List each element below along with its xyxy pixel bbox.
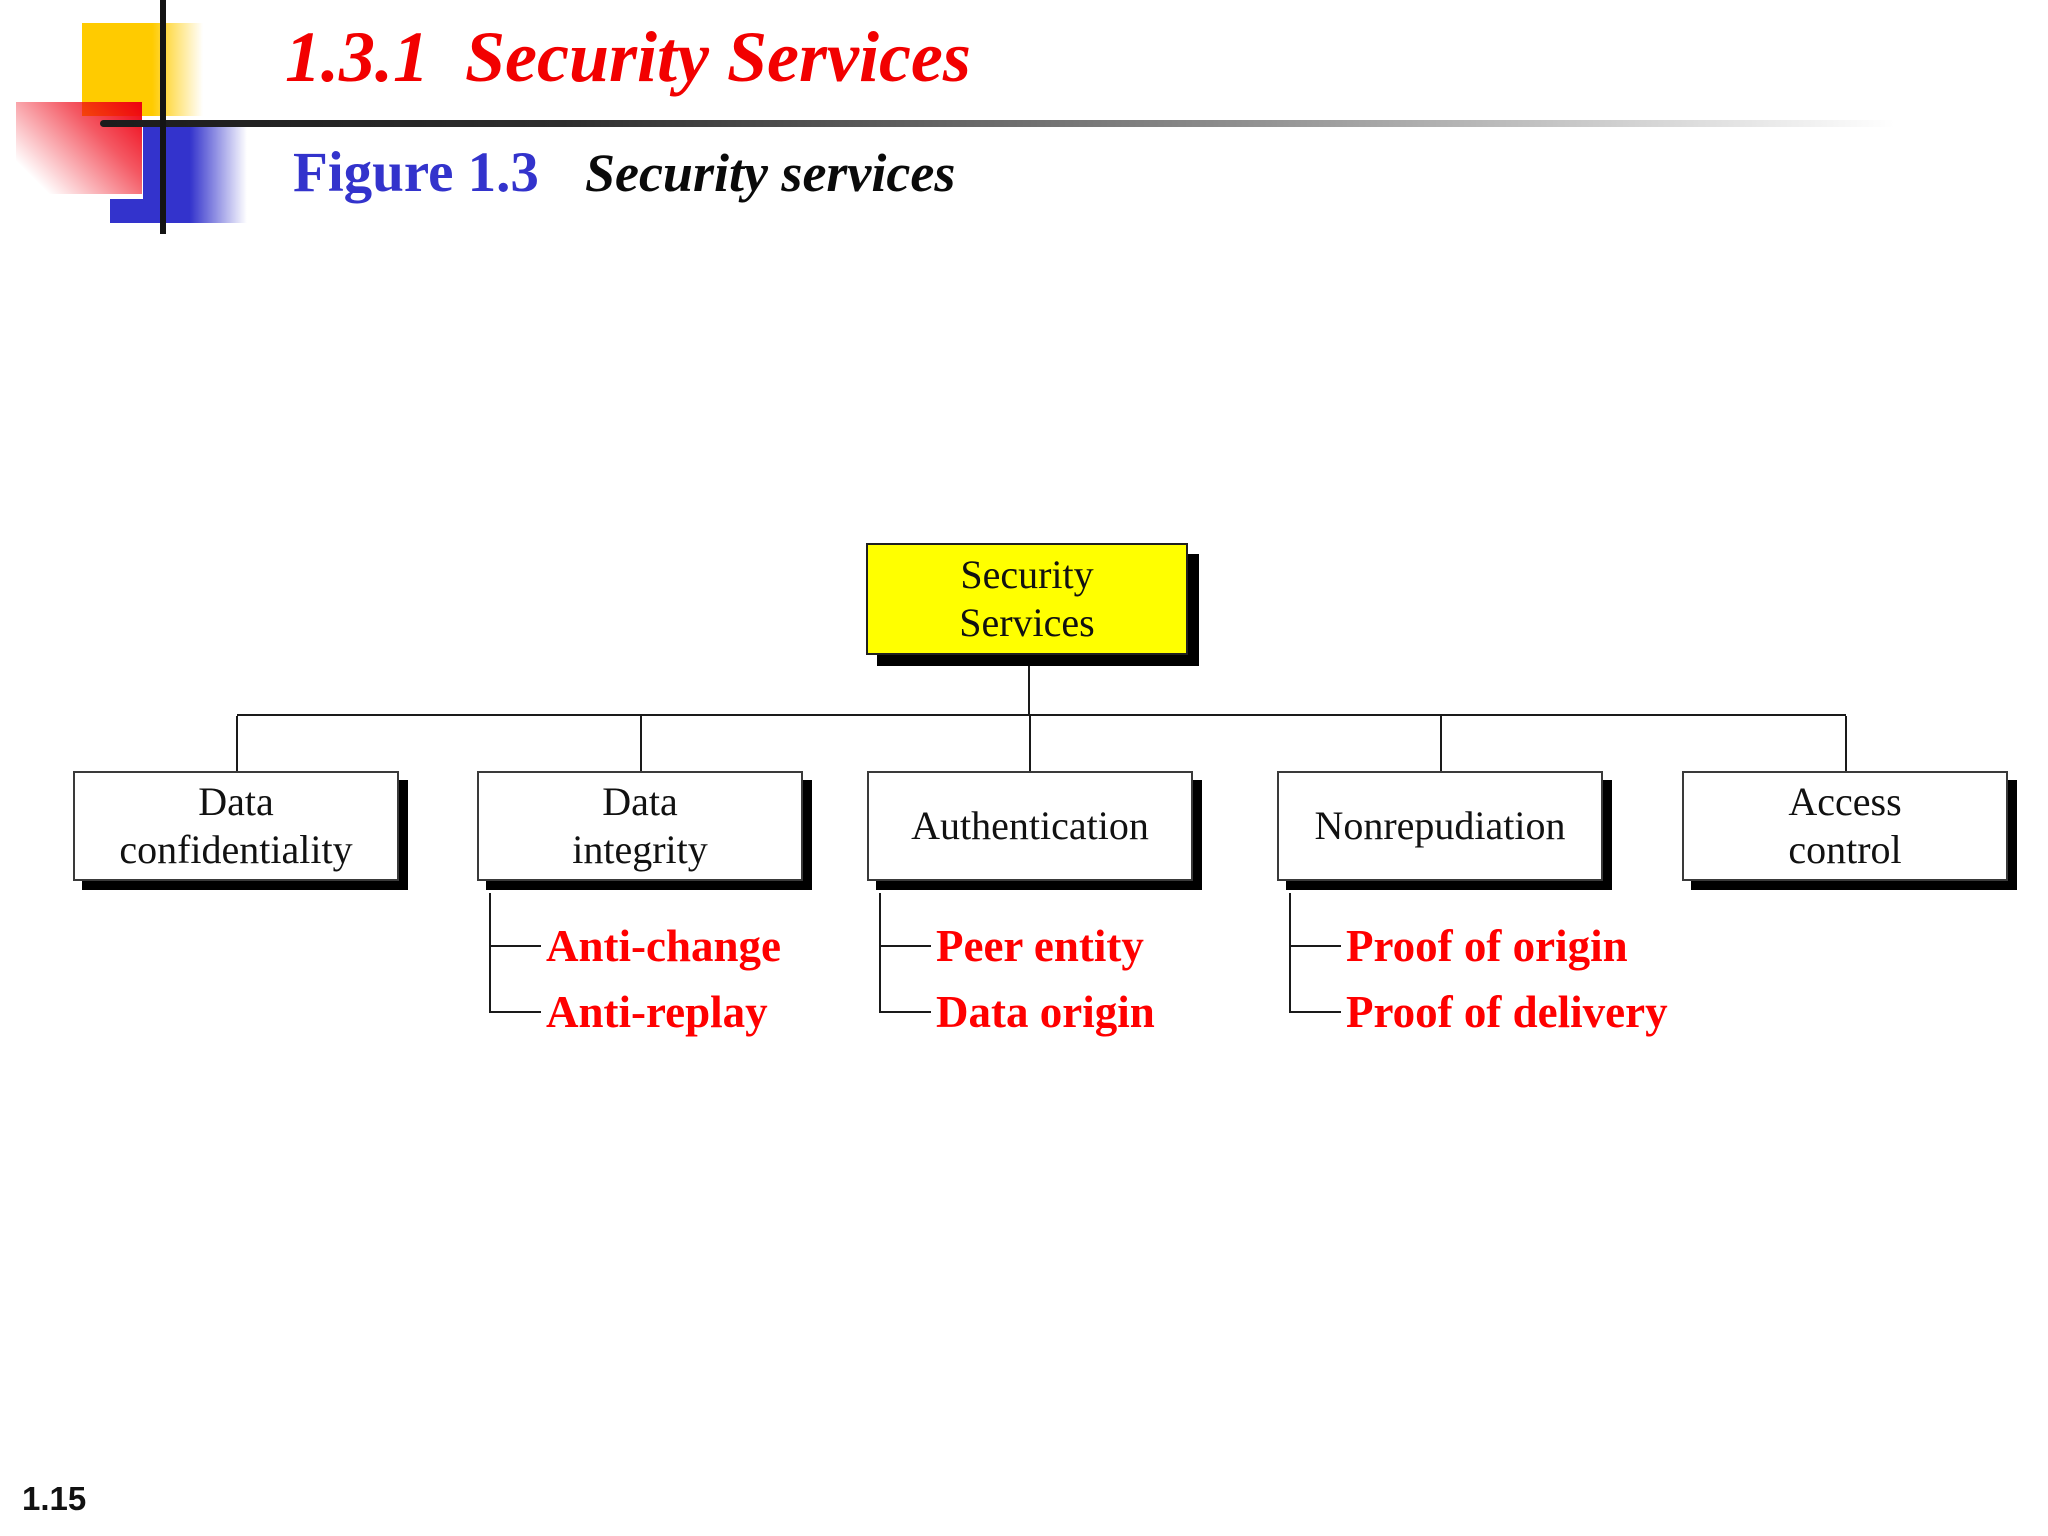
page-number: 1.15 (22, 1480, 87, 1517)
node-security-services: Security Services (866, 543, 1188, 655)
figure-label: Figure 1.3 (293, 141, 539, 204)
sub-item-anti-replay: Anti-replay (546, 987, 768, 1037)
sublist-tick (1291, 1011, 1341, 1013)
connector-stub-4 (1440, 716, 1442, 771)
node-data-confidentiality: Data confidentiality (73, 771, 399, 881)
deco-blue-square (143, 120, 247, 223)
connector-bus-line (237, 714, 1846, 716)
sublist-nonrepudiation: Proof of origin Proof of delivery (1289, 893, 1789, 1073)
node-authentication: Authentication (867, 771, 1193, 881)
sublist-tick (491, 945, 541, 947)
deco-blue-step (110, 199, 145, 223)
figure-caption: Security services (584, 143, 956, 203)
connector-stub-5 (1845, 716, 1847, 771)
sub-item-peer-entity: Peer entity (936, 921, 1144, 971)
deco-vertical-rule (160, 0, 166, 234)
node-nonrepudiation: Nonrepudiation (1277, 771, 1603, 881)
sub-item-anti-change: Anti-change (546, 921, 781, 971)
sublist-tick (1291, 945, 1341, 947)
connector-stub-1 (236, 716, 238, 771)
sub-item-proof-of-delivery: Proof of delivery (1346, 987, 1668, 1037)
connector-root-stub (1028, 655, 1030, 714)
sub-item-proof-of-origin: Proof of origin (1346, 921, 1628, 971)
sublist-tick (881, 1011, 931, 1013)
sub-item-data-origin: Data origin (936, 987, 1155, 1037)
connector-stub-3 (1029, 716, 1031, 771)
connector-stub-2 (640, 716, 642, 771)
sublist-vline (489, 893, 491, 1013)
deco-yellow-square (82, 23, 203, 116)
sublist-tick (491, 1011, 541, 1013)
node-access-control: Access control (1682, 771, 2008, 881)
sublist-vline (1289, 893, 1291, 1013)
node-data-integrity: Data integrity (477, 771, 803, 881)
deco-horizontal-rule (100, 120, 1950, 127)
sublist-tick (881, 945, 931, 947)
sublist-authentication: Peer entity Data origin (879, 893, 1379, 1073)
sublist-vline (879, 893, 881, 1013)
sublist-data-integrity: Anti-change Anti-replay (489, 893, 989, 1073)
slide-title: 1.3.1 Security Services (285, 17, 971, 97)
deco-red-square (16, 102, 142, 194)
figure-caption-row: Figure 1.3 Security services (293, 140, 955, 205)
